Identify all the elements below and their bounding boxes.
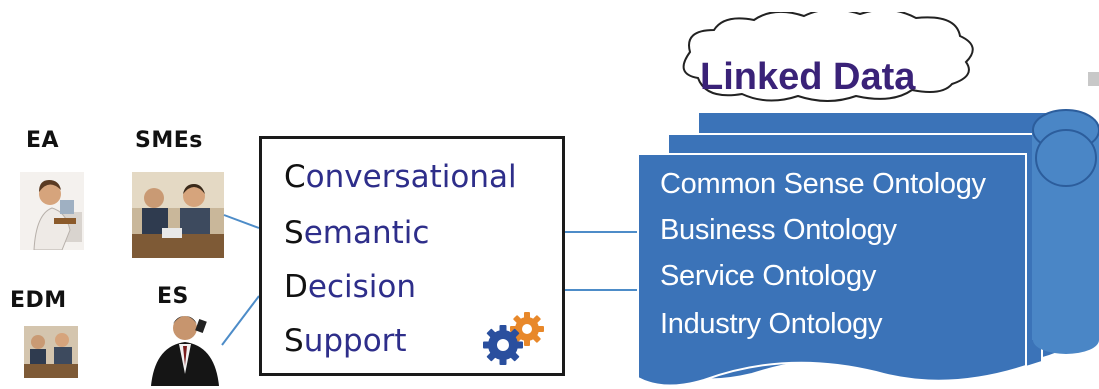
ea-photo (20, 172, 84, 250)
cloud-title: Linked Data (700, 56, 916, 98)
connector-smes-csds (223, 214, 260, 229)
actor-label-es: ES (157, 284, 189, 309)
csds-line-conversational: Conversational (284, 159, 517, 195)
edm-photo (24, 326, 78, 378)
csds-line-semantic: Semantic (284, 215, 430, 251)
ontology-item-common-sense: Common Sense Ontology (660, 168, 986, 200)
gears-icon (483, 312, 544, 365)
edge-marker (1088, 72, 1099, 86)
smes-photo (132, 172, 224, 258)
csds-line-support: Support (284, 323, 407, 359)
ontology-item-business: Business Ontology (660, 214, 897, 246)
csds-line-decision: Decision (284, 269, 416, 305)
actor-label-edm: EDM (10, 288, 67, 313)
actor-label-ea: EA (26, 128, 60, 153)
actor-label-smes: SMEs (135, 128, 203, 153)
cloud-icon (682, 12, 974, 102)
ontology-item-service: Service Ontology (660, 260, 877, 292)
es-photo (145, 310, 225, 386)
ontology-item-industry: Industry Ontology (660, 308, 883, 340)
connector-es-csds (221, 295, 260, 346)
csds-box: Conversational Semantic Decision Support (259, 136, 565, 376)
